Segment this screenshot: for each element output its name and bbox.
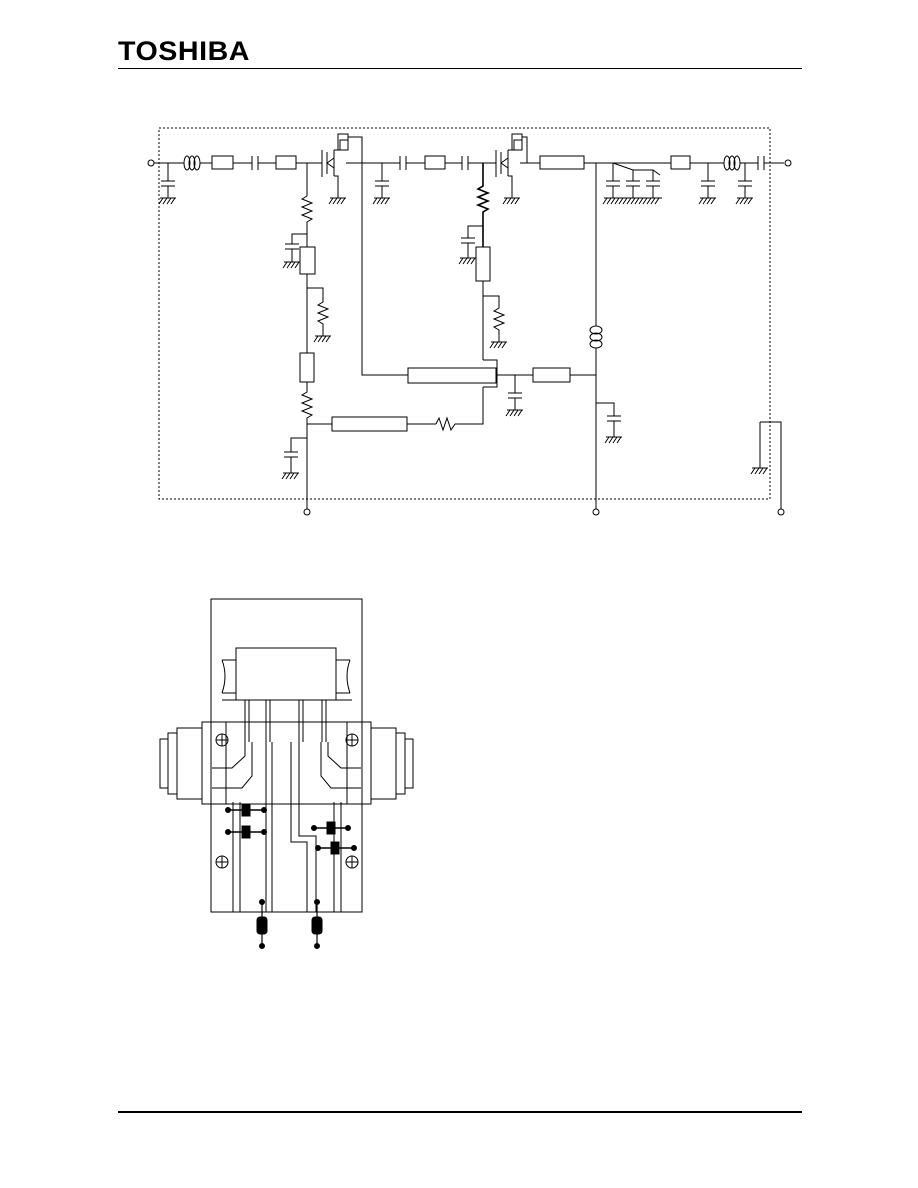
mount-hole-tl	[215, 733, 229, 747]
bias-line-1	[331, 416, 408, 432]
left-connector	[159, 721, 227, 805]
input-line-1	[211, 155, 234, 170]
module-body	[235, 647, 337, 701]
header-rule	[118, 68, 802, 69]
fet-2	[495, 133, 523, 198]
rf-input-port	[147, 159, 155, 167]
fixture-plate	[210, 598, 363, 913]
fet-1	[321, 133, 349, 198]
rf-output-port	[784, 159, 792, 167]
equivalent-circuit-diagram	[147, 127, 792, 516]
input-series-cap	[251, 156, 259, 170]
footer-rule	[118, 1111, 802, 1113]
right-connector	[346, 721, 414, 805]
output-inductor	[723, 155, 741, 171]
toshiba-logo: TOSHIBA	[118, 36, 250, 66]
output-line-1	[539, 155, 585, 170]
input-inductor	[183, 155, 201, 171]
gnd-pin	[777, 508, 785, 516]
mount-hole-br	[345, 855, 359, 869]
gate1-resistor	[300, 195, 314, 247]
mount-hole-tr	[345, 733, 359, 747]
drain-line-2	[532, 367, 571, 383]
input-line-2	[275, 155, 297, 170]
output-line-2	[670, 155, 691, 170]
interstage-line	[424, 155, 446, 170]
module-boundary	[158, 127, 771, 500]
mount-hole-bl	[215, 855, 229, 869]
